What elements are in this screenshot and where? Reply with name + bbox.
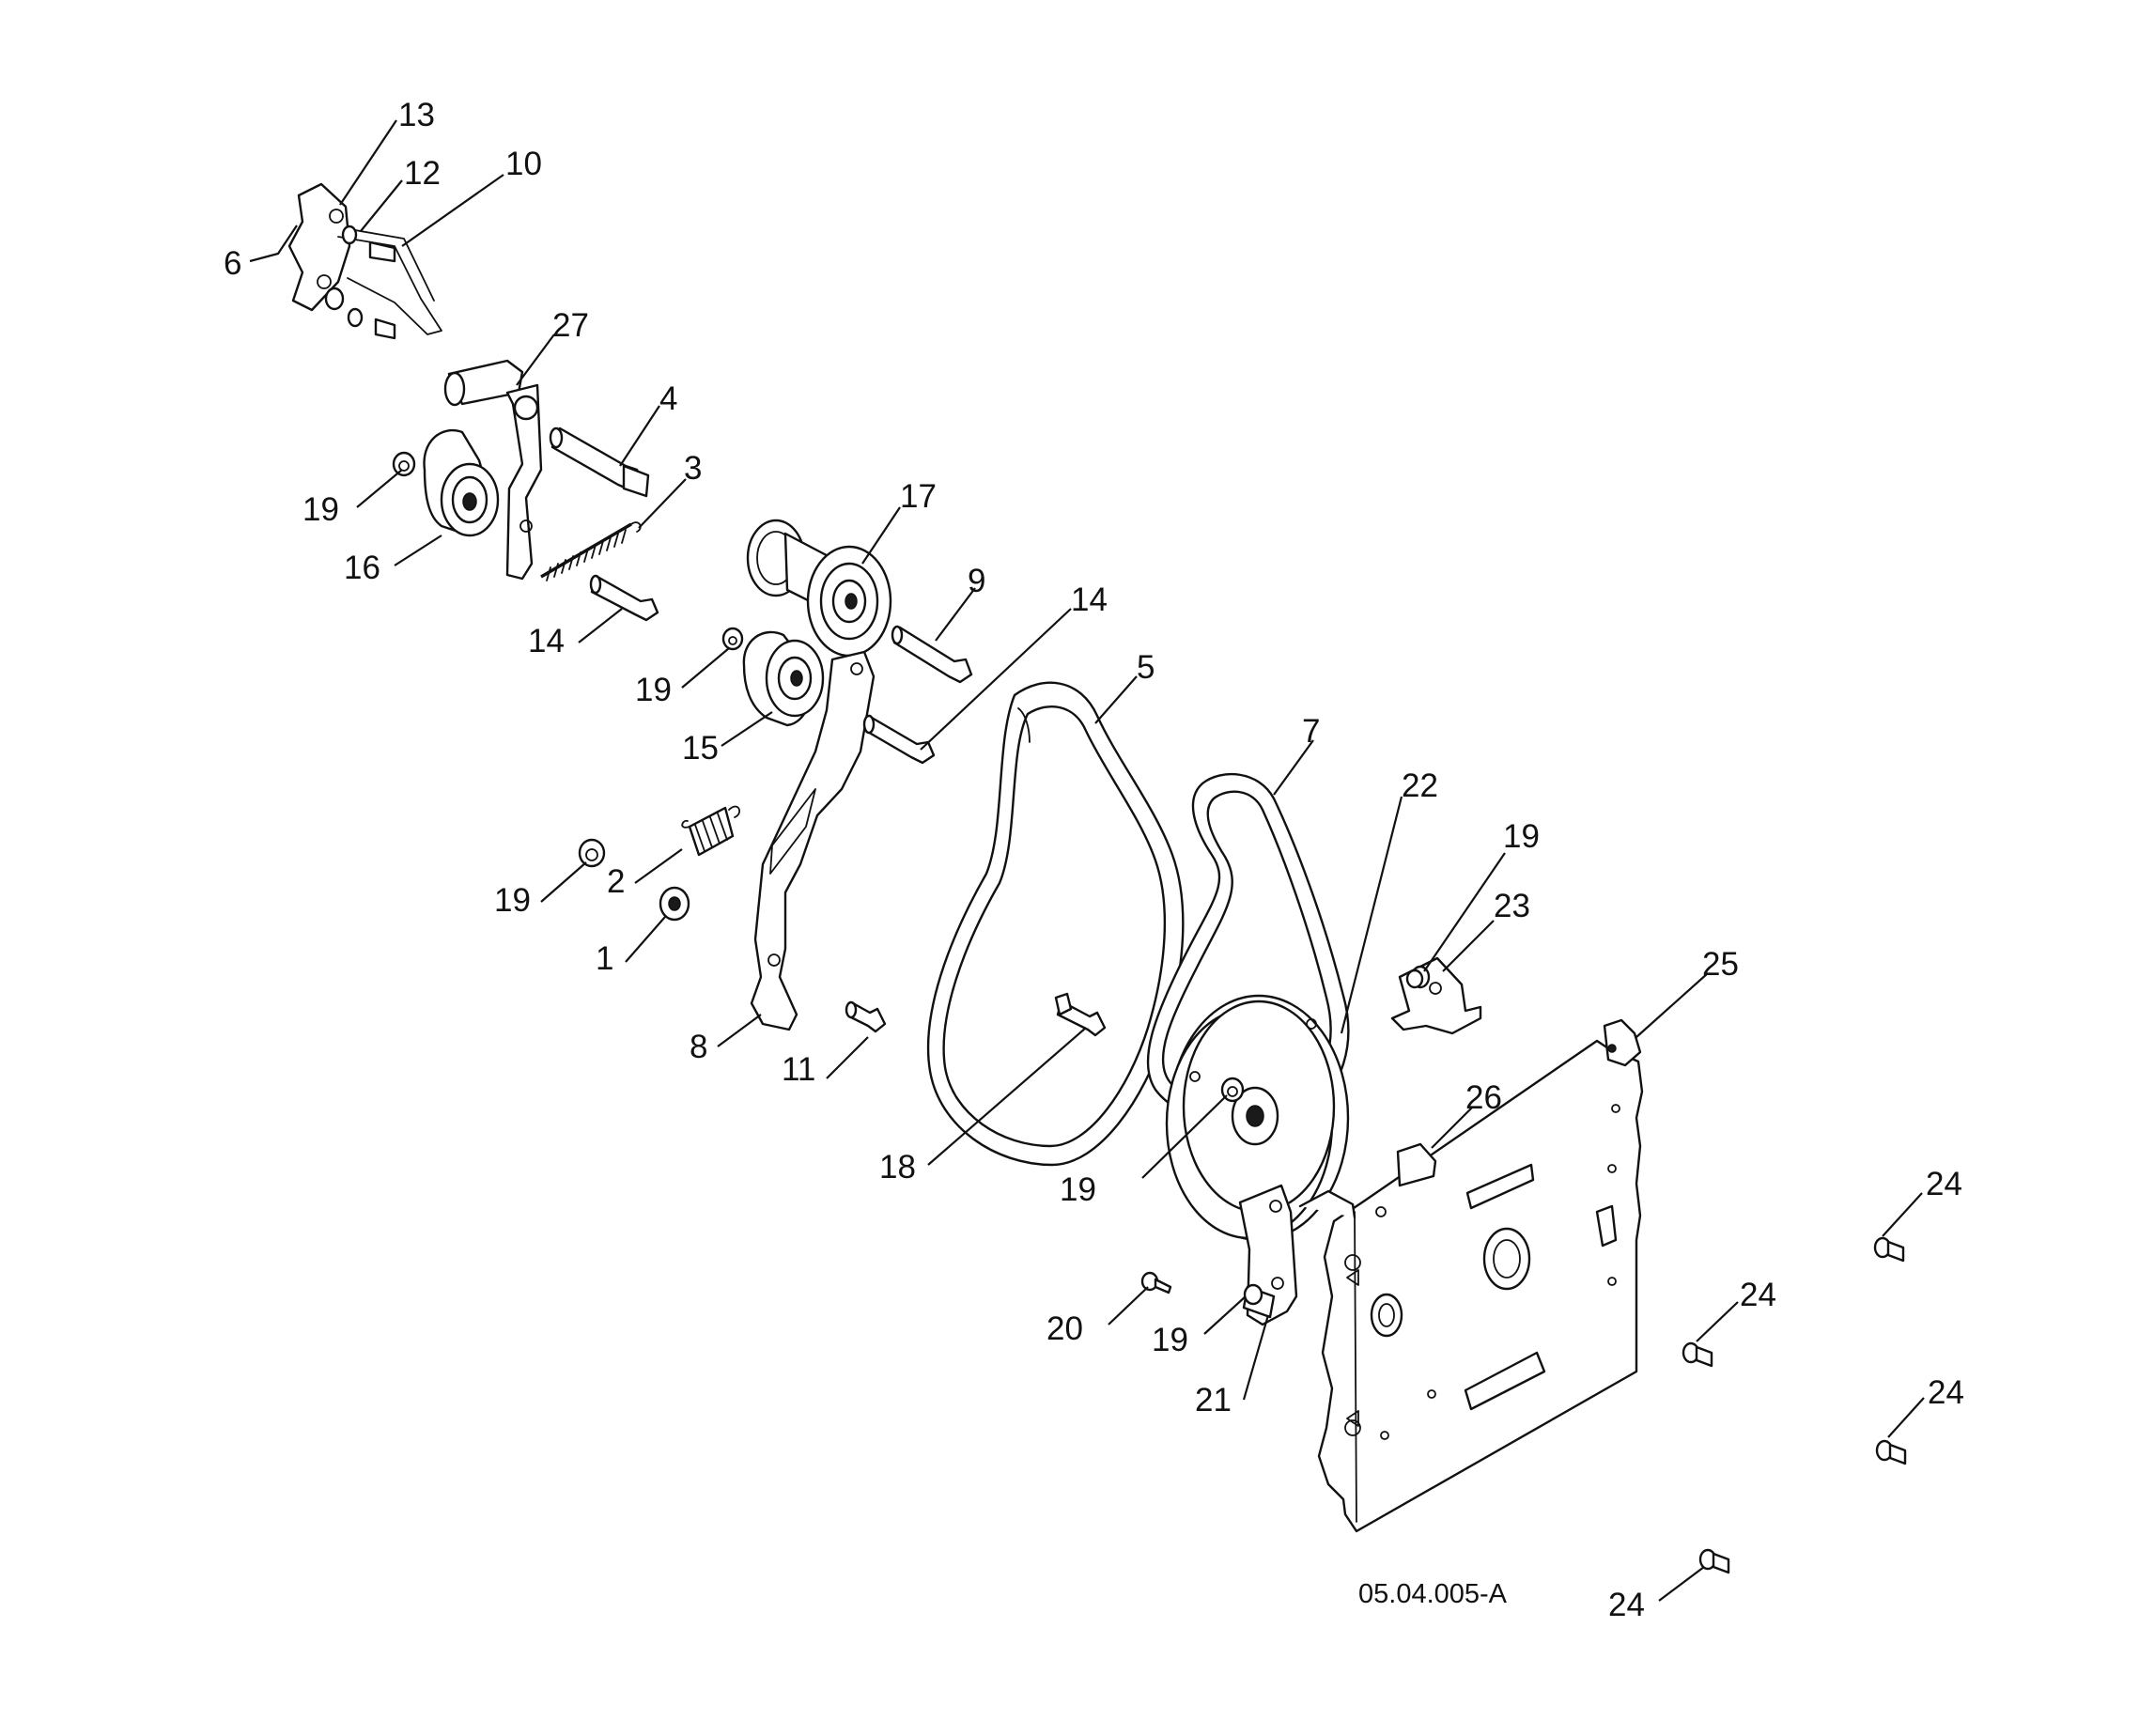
part-hex-bolt-c: [1875, 1439, 1907, 1465]
part-bolt-11: [845, 1000, 887, 1033]
callout-1: 1: [596, 940, 613, 977]
callout-2: 2: [607, 863, 625, 900]
callout-22: 22: [1402, 767, 1438, 804]
callout-15: 15: [682, 730, 719, 767]
part-hex-bolt-d: [1698, 1548, 1730, 1574]
part-small-screw: [1140, 1271, 1172, 1294]
callout-7: 7: [1302, 713, 1320, 750]
callout-13: 13: [398, 97, 435, 133]
callout-21: 21: [1195, 1382, 1232, 1418]
callout-24c: 24: [1928, 1374, 1964, 1411]
callout-8: 8: [690, 1029, 707, 1065]
part-nut-b: [721, 627, 744, 651]
callout-6: 6: [224, 245, 241, 282]
callout-25: 25: [1702, 946, 1739, 983]
part-bracket-plate: [287, 182, 442, 340]
part-pivot-arm: [443, 359, 543, 581]
part-nut-f: [1405, 969, 1424, 989]
callout-20: 20: [1046, 1310, 1083, 1347]
part-washer: [659, 886, 690, 922]
callout-26: 26: [1465, 1079, 1502, 1116]
part-bolt-14b: [862, 714, 936, 765]
part-v-belt-large: [926, 681, 1185, 1167]
part-double-pulley: [746, 519, 892, 658]
callout-4: 4: [659, 380, 677, 417]
part-nut-e: [1243, 1283, 1263, 1306]
callout-19b: 19: [635, 672, 672, 708]
figure-reference-code: 05.04.005-A: [1358, 1579, 1508, 1609]
part-lower-bracket: [1238, 1184, 1298, 1326]
callout-24d: 24: [1608, 1587, 1645, 1623]
callout-labels: 13 12 10 6 27 4 3 19 16 14 17 9 14 19 15…: [224, 97, 1964, 1623]
callout-5: 5: [1137, 649, 1155, 686]
callout-10: 10: [505, 146, 542, 182]
part-nut-a: [392, 451, 416, 477]
callout-18: 18: [879, 1149, 916, 1186]
callout-14b: 14: [1071, 581, 1108, 618]
callout-14a: 14: [528, 623, 565, 659]
callout-24a: 24: [1926, 1166, 1962, 1202]
callout-23: 23: [1494, 888, 1530, 924]
leader-lines: [249, 119, 1925, 1602]
part-idler-arm: [750, 650, 876, 1031]
callout-24b: 24: [1740, 1277, 1776, 1313]
callout-19d: 19: [1060, 1171, 1096, 1208]
callout-19a: 19: [302, 491, 339, 528]
callout-19f: 19: [1503, 818, 1540, 855]
callout-27: 27: [552, 307, 589, 344]
part-mounting-plate: [1298, 1018, 1644, 1533]
part-nut-d: [1220, 1077, 1245, 1103]
part-bolt-9: [891, 625, 973, 684]
callout-12: 12: [404, 155, 441, 192]
part-hex-bolt-b: [1682, 1341, 1713, 1368]
part-nut-c: [578, 838, 606, 868]
callout-9: 9: [968, 563, 985, 599]
callout-16: 16: [344, 550, 380, 586]
part-idler-pulley-left: [423, 429, 500, 537]
callout-3: 3: [684, 450, 702, 487]
callout-11: 11: [782, 1051, 815, 1088]
part-bracket-clip: [1390, 956, 1482, 1035]
part-extension-spring: [540, 521, 642, 581]
part-shoulder-bolt-long: [549, 426, 650, 498]
part-drive-pulley: [1165, 994, 1350, 1242]
callout-19c: 19: [494, 882, 531, 919]
part-idler-pulley-mid: [742, 630, 825, 727]
callout-17: 17: [900, 478, 937, 515]
callout-19e: 19: [1152, 1322, 1188, 1358]
part-small-spring: [681, 805, 741, 857]
part-bolt-14a: [589, 574, 659, 622]
part-hex-bolt-a: [1873, 1236, 1905, 1263]
part-stud-bolt: [1054, 992, 1107, 1037]
